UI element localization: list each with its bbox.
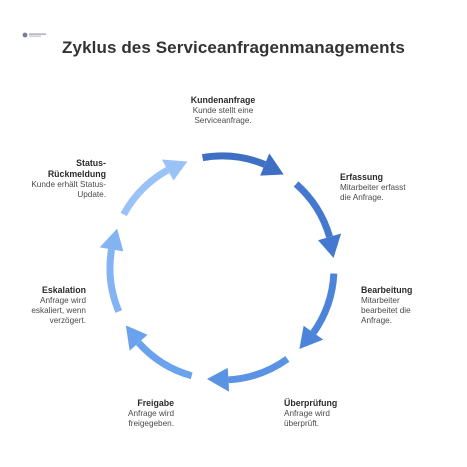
arrow-ueberpruefung: [206, 356, 290, 392]
arrow-status-rueckmeldung: [120, 159, 188, 217]
step-eskalation: Eskalation Anfrage wird eskaliert, wenn …: [6, 285, 86, 327]
step-status-rueckmeldung: Status- Rückmeldung Kunde erhält Status-…: [6, 158, 106, 200]
step-erfassung: Erfassung Mitarbeiter erfasst die Anfrag…: [340, 172, 450, 203]
step-description: Mitarbeiter erfasst die Anfrage.: [340, 183, 406, 203]
step-title: Bearbeitung: [361, 285, 413, 295]
step-title: Erfassung: [340, 172, 384, 182]
step-title: Eskalation: [41, 285, 86, 295]
step-description: Kunde erhält Status- Update.: [31, 180, 106, 200]
arrow-bearbeitung: [299, 273, 338, 349]
step-ueberpruefung: Überprüfung Anfrage wird überprüft.: [284, 398, 384, 429]
step-description: Mitarbeiter bearbeitet die Anfrage.: [361, 296, 411, 326]
step-description: Kunde stellt eine Serviceanfrage.: [192, 106, 254, 126]
arrow-eskalation: [99, 228, 124, 313]
step-title: Überprüfung: [284, 398, 338, 408]
step-kundenanfrage: Kundenanfrage Kunde stellt eine Servicea…: [168, 95, 278, 126]
logo: [22, 26, 48, 38]
arrow-kundenanfrage: [201, 152, 284, 176]
arrow-freigabe: [125, 325, 193, 380]
diagram-title: Zyklus des Serviceanfragenmanagements: [62, 38, 405, 57]
step-bearbeitung: Bearbeitung Mitarbeiter bearbeitet die A…: [361, 285, 461, 327]
step-title: Freigabe: [137, 398, 174, 408]
arrow-erfassung: [293, 181, 342, 258]
step-title: Status- Rückmeldung: [47, 158, 106, 179]
step-description: Anfrage wird freigegeben.: [128, 409, 174, 429]
step-freigabe: Freigabe Anfrage wird freigegeben.: [82, 398, 174, 429]
step-description: Anfrage wird überprüft.: [284, 409, 330, 429]
step-description: Anfrage wird eskaliert, wenn verzögert.: [31, 296, 86, 326]
step-title: Kundenanfrage: [190, 95, 256, 105]
